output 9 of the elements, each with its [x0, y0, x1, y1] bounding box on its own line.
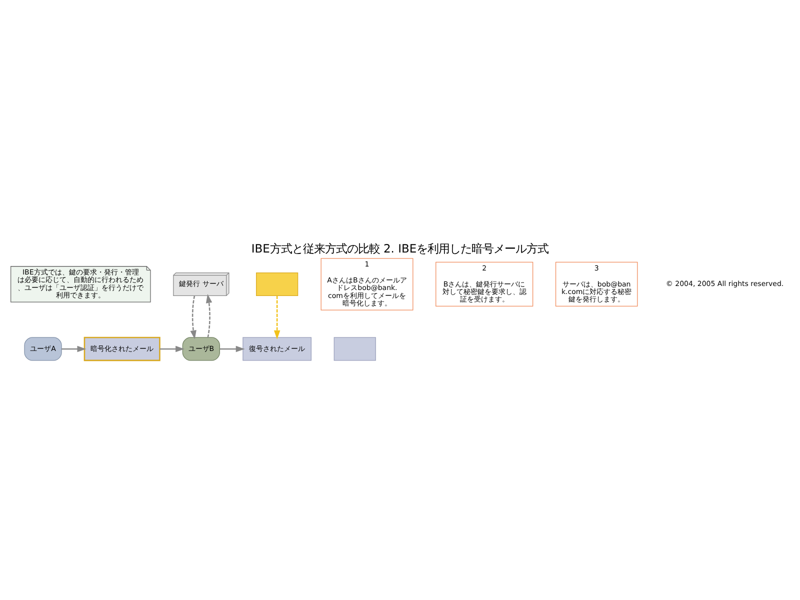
- diagram-title: IBE方式と従来方式の比較 2. IBEを利用した暗号メール方式: [251, 240, 549, 255]
- arrow: [274, 295, 280, 339]
- arrow: [62, 345, 86, 352]
- arrow: [160, 345, 185, 352]
- arrow: [190, 295, 196, 339]
- node-box: [256, 272, 298, 296]
- arrow: [220, 345, 245, 352]
- arrow: [206, 294, 212, 338]
- node-box: [334, 336, 376, 360]
